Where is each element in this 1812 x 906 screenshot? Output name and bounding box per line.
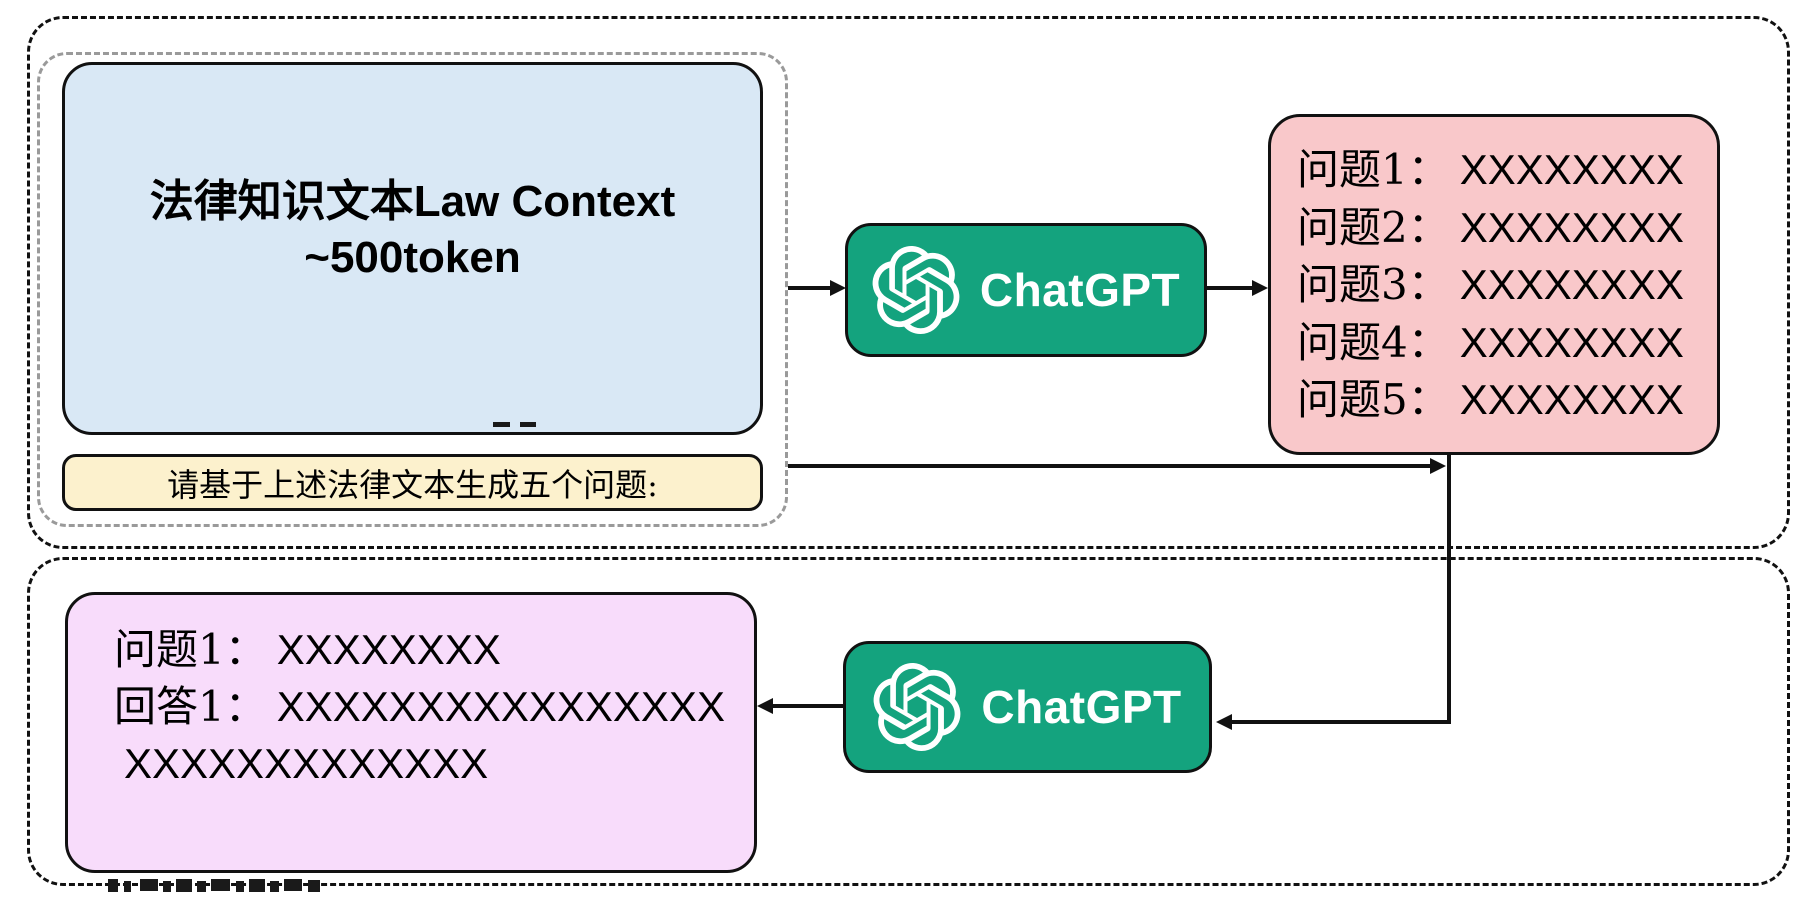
question-placeholder: XXXXXXXX	[1459, 203, 1684, 251]
qa-placeholder: XXXXXXXXXXXXXXXX	[276, 683, 725, 730]
question-label: 问题1：	[1297, 145, 1450, 194]
question-answer-box: 问题1：XXXXXXXX 回答1：XXXXXXXXXXXXXXXX XXXXXX…	[65, 592, 757, 873]
question-label: 问题2：	[1297, 202, 1450, 252]
input-group-border	[37, 52, 788, 527]
qa-line: XXXXXXXXXXXXX	[114, 735, 744, 792]
chatgpt-label: ChatGPT	[981, 681, 1182, 733]
openai-logo-icon	[873, 663, 961, 751]
question-label: 问题3：	[1297, 260, 1450, 309]
question-label: 问题4：	[1297, 317, 1450, 367]
law-context-token-count: ~500token	[304, 232, 521, 282]
qa-label: 回答1：	[114, 682, 267, 731]
question-line: 问题2：XXXXXXXX	[1297, 199, 1707, 257]
qa-line: 回答1：XXXXXXXXXXXXXXXX	[114, 678, 744, 735]
law-context-title-cjk: 法律知识文本	[149, 175, 414, 227]
qa-placeholder: XXXXXXXXXXXXX	[124, 740, 489, 787]
law-context-box: 法律知识文本Law Context ~500token	[62, 62, 763, 435]
chatgpt-node-bottom: ChatGPT	[843, 641, 1212, 773]
question-placeholder: XXXXXXXX	[1459, 318, 1684, 366]
qa-line: 问题1：XXXXXXXX	[114, 621, 744, 678]
question-line: 问题1：XXXXXXXX	[1297, 141, 1707, 199]
question-label: 问题5：	[1297, 375, 1450, 424]
top-section-border	[27, 16, 1790, 549]
prompt-text: 请基于上述法律文本生成五个问题:	[167, 465, 658, 504]
question-line: 问题3：XXXXXXXX	[1297, 256, 1707, 314]
generated-questions-box: 问题1：XXXXXXXX 问题2：XXXXXXXX 问题3：XXXXXXXX 问…	[1268, 114, 1720, 455]
chatgpt-label: ChatGPT	[979, 264, 1181, 316]
law-context-title: 法律知识文本Law Context	[150, 174, 676, 230]
question-placeholder: XXXXXXXX	[1459, 376, 1684, 423]
question-line: 问题5：XXXXXXXX	[1297, 371, 1707, 429]
qa-label: 问题1：	[114, 625, 267, 674]
question-line: 问题4：XXXXXXXX	[1297, 314, 1707, 372]
openai-logo-icon	[872, 246, 960, 334]
question-placeholder: XXXXXXXX	[1459, 146, 1684, 193]
qa-placeholder: XXXXXXXX	[276, 626, 501, 673]
question-placeholder: XXXXXXXX	[1459, 261, 1684, 308]
bottom-section-border	[27, 557, 1790, 886]
law-context-title-latin: Law Context	[413, 176, 676, 226]
prompt-box: 请基于上述法律文本生成五个问题:	[62, 454, 763, 511]
chatgpt-node-top: ChatGPT	[845, 223, 1207, 357]
